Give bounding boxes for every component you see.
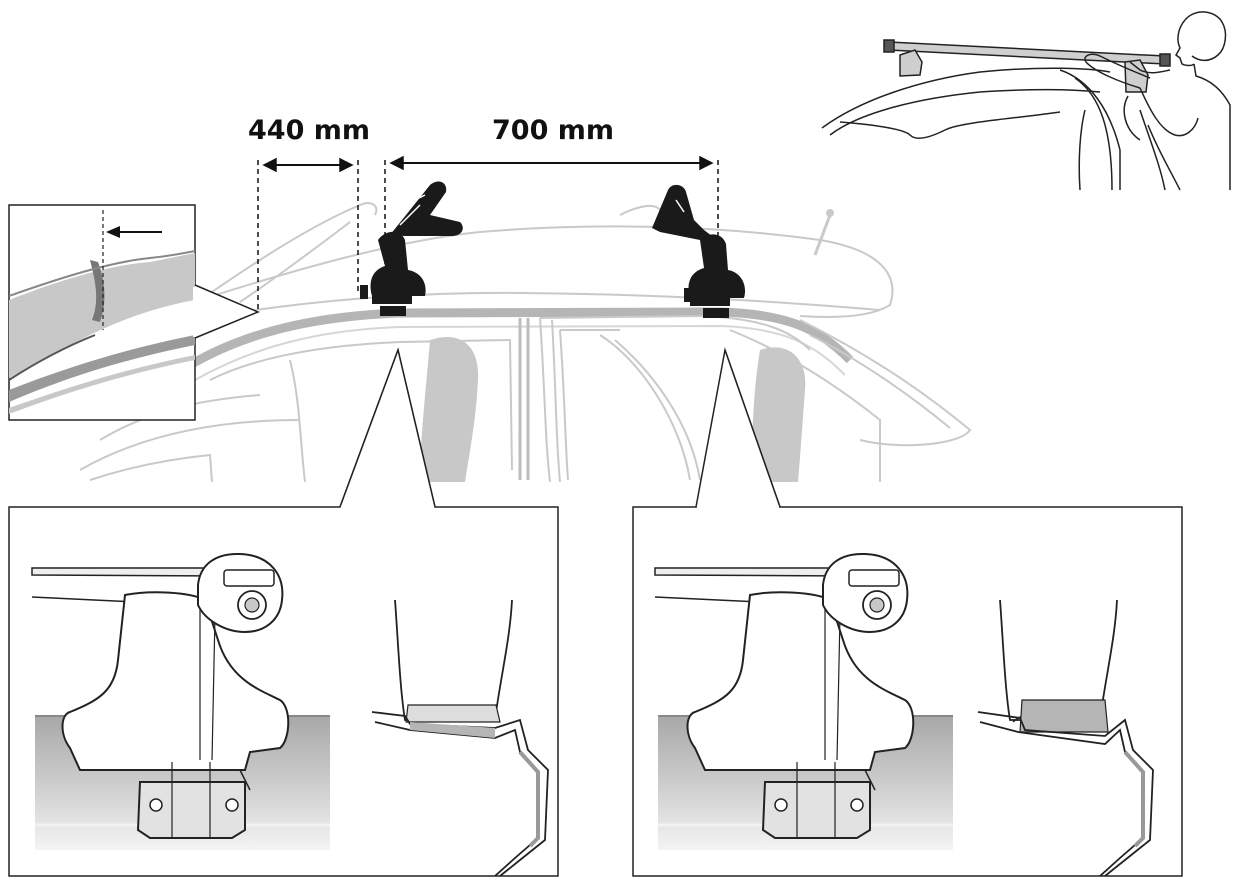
roof-rack-foot-rear — [652, 184, 746, 318]
dimension-lines — [257, 155, 719, 310]
arrowhead-left — [262, 157, 277, 173]
arrowhead-left — [389, 155, 404, 171]
person-mounting-bar — [821, 11, 1231, 191]
arrowhead-right — [339, 157, 354, 173]
inset-pointer — [194, 284, 260, 339]
foot-spacing-label: 700 mm — [492, 115, 615, 146]
front-gap-label: 440 mm — [248, 115, 371, 146]
front-foot-detail-panel — [8, 347, 559, 877]
car-side-view — [79, 202, 972, 483]
rear-foot-detail-panel — [632, 347, 1183, 877]
arrow-left-icon — [106, 226, 120, 238]
roof-edge-detail-inset — [8, 204, 196, 421]
arrowhead-right — [699, 155, 714, 171]
left-panel-pointer — [339, 347, 436, 508]
car-seats — [420, 336, 806, 482]
roof-rack-foot-front — [360, 181, 463, 316]
